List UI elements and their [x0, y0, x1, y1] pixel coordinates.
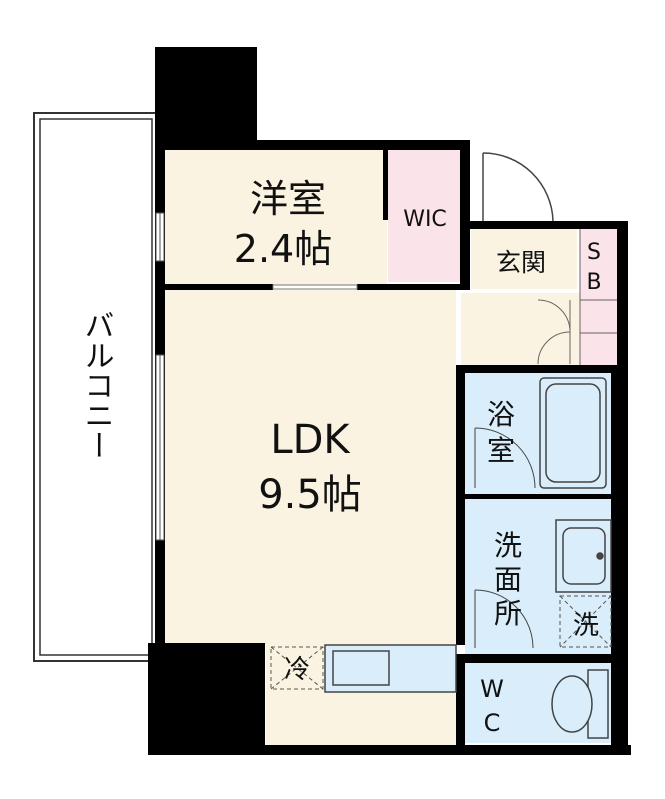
washing-machine-area: [559, 595, 612, 648]
windows: [155, 212, 165, 541]
laundry-label: 洗: [573, 611, 599, 641]
ldk-size: 9.5帖: [258, 472, 362, 518]
entrance-door: [482, 152, 554, 222]
balcony-label: バルコニー: [79, 310, 114, 460]
bathroom-door: [474, 427, 536, 489]
bathroom-label-2: 室: [487, 434, 515, 467]
hall-floor: [461, 293, 583, 365]
western-room-name: 洋室: [250, 177, 326, 221]
toilet-label-w: W: [480, 675, 504, 703]
wash-basin: [555, 519, 612, 593]
ldk-name: LDK: [270, 417, 351, 463]
fridge-space: [270, 646, 324, 690]
shoe-box-label-s: S: [587, 240, 601, 265]
wic-floor: [388, 150, 462, 282]
shoe-box-floor: [580, 229, 617, 366]
fridge-label: 冷: [284, 655, 310, 685]
western-room-size: 2.4帖: [234, 227, 332, 271]
sliding-door: [272, 284, 358, 290]
shoe-box-label-b: B: [586, 270, 601, 295]
balcony: [33, 112, 159, 662]
washroom-label-2: 面: [494, 563, 522, 596]
kitchen-counter: [324, 644, 457, 693]
washroom-label-3: 所: [494, 597, 522, 630]
washroom-label-1: 洗: [494, 529, 522, 562]
ldk-floor: [163, 290, 456, 646]
bathroom-label-1: 浴: [487, 398, 515, 431]
toilet-fixture: [551, 669, 609, 739]
entrance-floor: [471, 229, 577, 289]
entrance-label: 玄関: [496, 248, 546, 277]
bathtub: [539, 377, 607, 489]
hall-doors: [537, 229, 617, 365]
toilet-label-c: C: [484, 709, 501, 737]
washroom-door: [474, 589, 534, 649]
western-room-floor: [163, 150, 387, 288]
wic-label: WIC: [403, 207, 447, 232]
